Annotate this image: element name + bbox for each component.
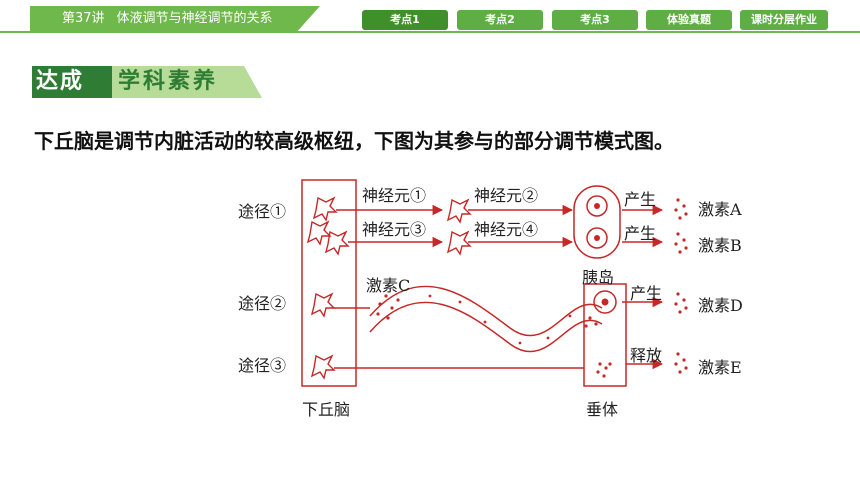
produce-d-label: 产生 [630, 284, 663, 303]
hormone-d-label: 激素D [698, 296, 743, 315]
neuron-icon-4 [310, 292, 336, 318]
pituitary-label: 垂体 [586, 400, 619, 419]
pancreas-label: 胰岛 [582, 268, 615, 287]
top-bar: 第37讲体液调节与神经调节的关系 考点1 考点2 考点3 体验真题 课时分层作业 [0, 0, 860, 36]
neuron-2-label: 神经元② [474, 186, 539, 205]
nav-tab-point1[interactable]: 考点1 [362, 10, 448, 30]
neuron-icon-6 [446, 198, 472, 224]
neuron-icon-1 [312, 196, 338, 222]
section-badge-part2: 学科素养 [112, 66, 262, 98]
regulation-diagram: 途径① 途径② 途径③ 神经元① 神经元② 神经元③ 神经元④ 产生 产生 产生… [230, 178, 790, 419]
produce-a-label: 产生 [624, 190, 657, 209]
neuron-icon-2 [306, 220, 332, 246]
neuron-icon-3 [324, 230, 350, 256]
nav-tab-point3[interactable]: 考点3 [552, 10, 638, 30]
lecture-title: 体液调节与神经调节的关系 [116, 11, 273, 26]
section-badge: 达成 学科素养 [32, 66, 264, 98]
hormone-b-label: 激素B [698, 236, 742, 255]
produce-b-label: 产生 [624, 224, 657, 243]
neuron-icon-7 [446, 230, 472, 256]
hypothalamus-label: 下丘脑 [302, 400, 351, 419]
neuron-1-label: 神经元① [362, 186, 427, 205]
nav-tab-homework[interactable]: 课时分层作业 [740, 10, 828, 30]
hormone-e-label: 激素E [698, 358, 742, 377]
diagram-graphics [301, 179, 688, 387]
hormone-a-label: 激素A [698, 200, 742, 219]
pathway-1-label: 途径① [238, 202, 287, 221]
lecture-title-tab: 第37讲体液调节与神经调节的关系 [30, 6, 320, 32]
islet-capsule [573, 185, 621, 259]
hypothalamus-box [301, 179, 357, 387]
hormone-c-label: 激素C [366, 276, 411, 295]
section-badge-part1: 达成 [32, 66, 112, 98]
release-label: 释放 [630, 346, 663, 365]
pituitary-box [583, 283, 627, 387]
header-divider [0, 31, 860, 33]
islet-cell [593, 290, 617, 314]
nav-tab-point2[interactable]: 考点2 [457, 10, 543, 30]
neuron-icon-5 [310, 354, 336, 380]
neuron-3-label: 神经元③ [362, 220, 427, 239]
pathway-2-label: 途径② [238, 294, 287, 313]
question-paragraph: 下丘脑是调节内脏活动的较高级枢纽，下图为其参与的部分调节模式图。 [34, 129, 674, 153]
nav-tab-real-exam[interactable]: 体验真题 [646, 10, 732, 30]
lecture-number: 第37讲 [62, 11, 105, 26]
pathway-3-label: 途径③ [238, 356, 287, 375]
neuron-4-label: 神经元④ [474, 220, 539, 239]
